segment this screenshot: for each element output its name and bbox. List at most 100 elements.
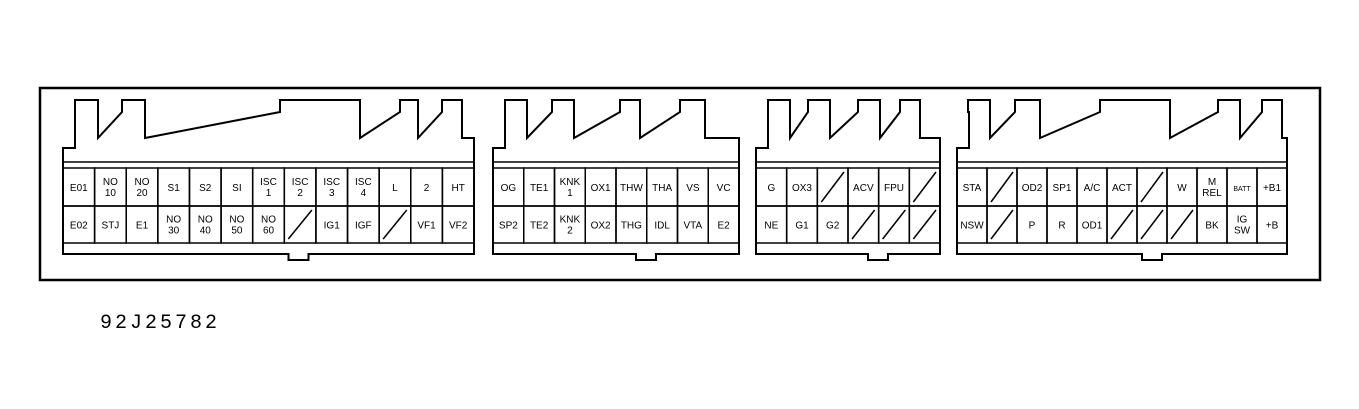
pin-label: E01 (70, 183, 88, 194)
pin-label: 2 (424, 183, 430, 194)
connector-housing (755, 99, 941, 261)
pin-label: +B (1266, 221, 1279, 232)
pin-cell (1166, 205, 1198, 244)
unused-pin-mark (287, 209, 313, 240)
pin-cell: ACV (847, 167, 880, 207)
pin-label: FPU (884, 183, 904, 194)
unused-pin-mark (1140, 171, 1164, 203)
pin-cell (1136, 167, 1168, 207)
pin-cell: G2 (816, 205, 849, 244)
pin-label: TE2 (530, 221, 549, 232)
pin-label: ACT (1112, 183, 1132, 194)
unused-pin-mark (820, 171, 845, 203)
pin-cell: +B1 (1256, 167, 1288, 207)
pin-cell: E1 (125, 205, 159, 244)
pin-cell: OX3 (785, 167, 819, 207)
unused-pin-mark (1140, 209, 1164, 240)
pin-label: OX1 (591, 183, 611, 194)
pin-cell: E01 (62, 167, 96, 207)
pin-cell: BK (1196, 205, 1228, 244)
pin-cell: SP2 (492, 205, 525, 244)
pin-label: L (392, 183, 398, 194)
pin-cell (378, 205, 412, 244)
pin-cell (986, 167, 1018, 207)
pin-label: OD2 (1022, 183, 1043, 194)
unused-pin-mark (912, 171, 937, 203)
pin-label: NSW (960, 221, 984, 232)
pin-label: HT (452, 183, 465, 194)
pin-label: VF2 (449, 221, 468, 232)
pin-label: IGF (355, 221, 372, 232)
pin-label: BATT (1233, 186, 1251, 193)
pin-cell: S2 (188, 167, 222, 207)
pin-cell: P (1016, 205, 1048, 244)
pin-label: OX2 (591, 221, 611, 232)
pin-label: ACV (853, 183, 874, 194)
unused-pin-mark (1170, 209, 1194, 240)
pin-cell: TE1 (523, 167, 556, 207)
pin-cell: IGF (346, 205, 380, 244)
pin-cell (908, 205, 941, 244)
pin-label: OG (501, 183, 517, 194)
pin-label: THW (620, 183, 643, 194)
pin-cell: HT (441, 167, 475, 207)
pin-label: P (1029, 221, 1036, 232)
pin-cell (1106, 205, 1138, 244)
pin-cell: A/C (1076, 167, 1108, 207)
pin-cell: THG (615, 205, 648, 244)
pin-cell: E02 (62, 205, 96, 244)
pin-cell: E2 (707, 205, 740, 244)
pin-cell: NE (755, 205, 788, 244)
pin-label: THG (621, 221, 642, 232)
pin-cell (877, 205, 911, 244)
pin-cell: OD1 (1076, 205, 1108, 244)
pin-cell: FPU (877, 167, 911, 207)
pin-label: +B1 (1263, 183, 1282, 194)
pin-label: VTA (684, 221, 703, 232)
pin-cell: STA (956, 167, 988, 207)
unused-pin-mark (382, 209, 408, 240)
pin-cell: S1 (157, 167, 191, 207)
pin-cell: W (1166, 167, 1198, 207)
pin-cell: OG (492, 167, 525, 207)
pin-label: G (767, 183, 775, 194)
pin-cell: VS (676, 167, 709, 207)
pin-cell: SP1 (1046, 167, 1078, 207)
pin-cell: OX1 (584, 167, 617, 207)
pin-label: SP2 (499, 221, 518, 232)
pin-label: VS (686, 183, 700, 194)
unused-pin-mark (851, 209, 876, 240)
pin-label: R (1058, 221, 1065, 232)
pin-cell: OD2 (1016, 167, 1048, 207)
pin-cell (1136, 205, 1168, 244)
pin-label: TE1 (530, 183, 549, 194)
unused-pin-mark (882, 209, 906, 240)
pin-cell: VC (707, 167, 740, 207)
pin-label: STA (963, 183, 982, 194)
